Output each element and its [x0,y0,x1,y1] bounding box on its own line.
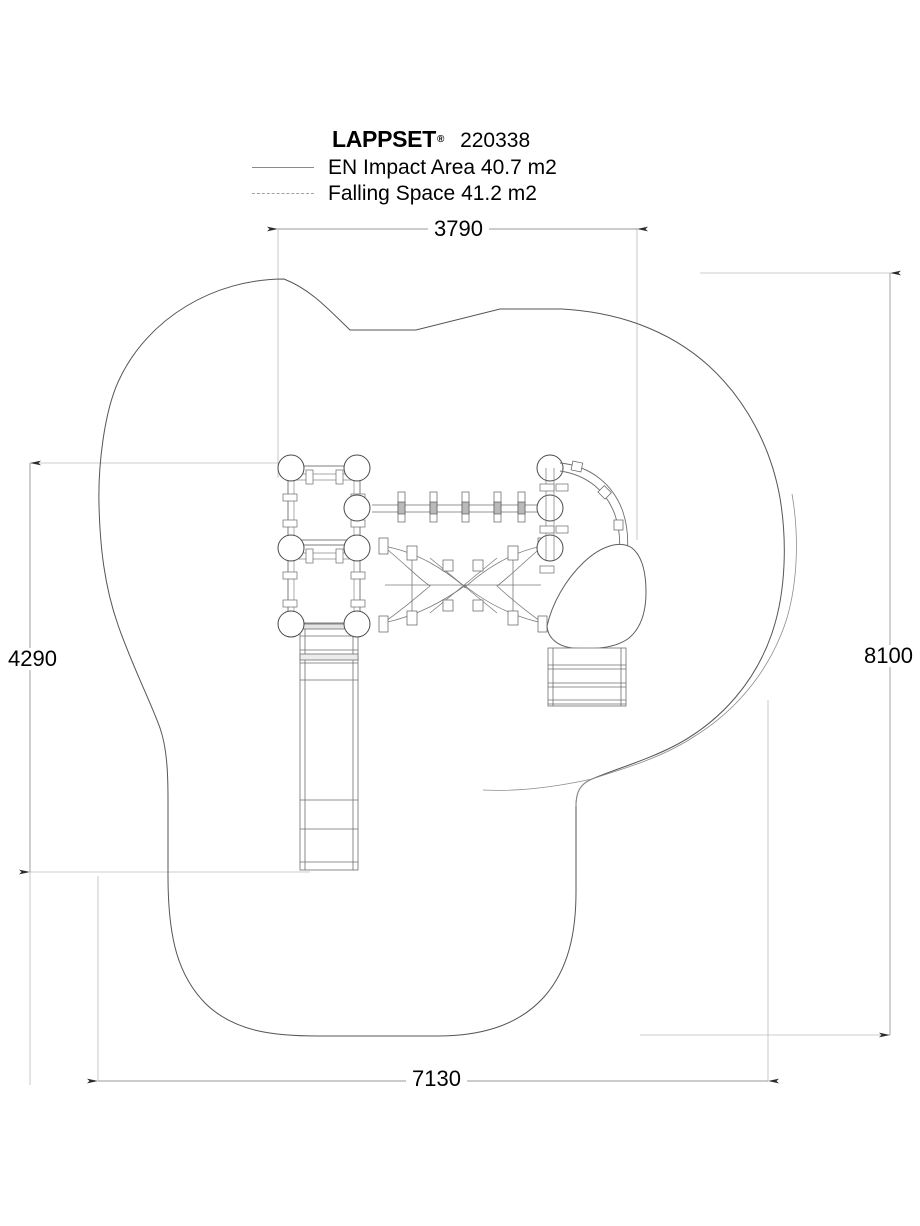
right-ladder [547,647,627,707]
title-legend-block: LAPPSET® 220338 EN Impact Area 40.7 m2 F… [252,128,672,206]
legend-swatch-dashed-line [252,192,314,194]
legend-swatch-solid-line [252,166,314,168]
net-tunnel [382,545,544,624]
extension-lines [29,228,890,1085]
dimension-label-top: 3790 [428,218,489,240]
legend-item-falling-space: Falling Space 41.2 m2 [252,180,672,206]
en-impact-area-outline [98,278,785,1037]
playground-equipment [277,454,647,871]
left-slide [299,621,359,871]
right-tower-posts [536,454,564,562]
title-row: LAPPSET® 220338 [252,128,672,154]
right-tower-clamps [539,483,569,574]
legend-item-impact-area: EN Impact Area 40.7 m2 [252,154,672,180]
monkey-bar-rungs [397,491,526,523]
legend-label-impact-area: EN Impact Area 40.7 m2 [328,155,557,179]
right-tower-rails [545,468,555,560]
legend-label-falling-space: Falling Space 41.2 m2 [328,181,537,205]
dimension-label-right: 8100 [858,645,919,667]
dimension-lines [19,226,901,1084]
left-tower-posts [277,454,371,638]
brand-logo: LAPPSET® [332,126,445,152]
falling-space-outline [482,493,797,807]
rail-clamps [282,469,366,608]
dimension-label-left: 4290 [2,648,63,670]
right-slide-body [546,544,647,650]
registered-mark-icon: ® [436,134,445,146]
dimension-label-bottom: 7130 [406,1068,467,1090]
article-number: 220338 [460,129,531,152]
